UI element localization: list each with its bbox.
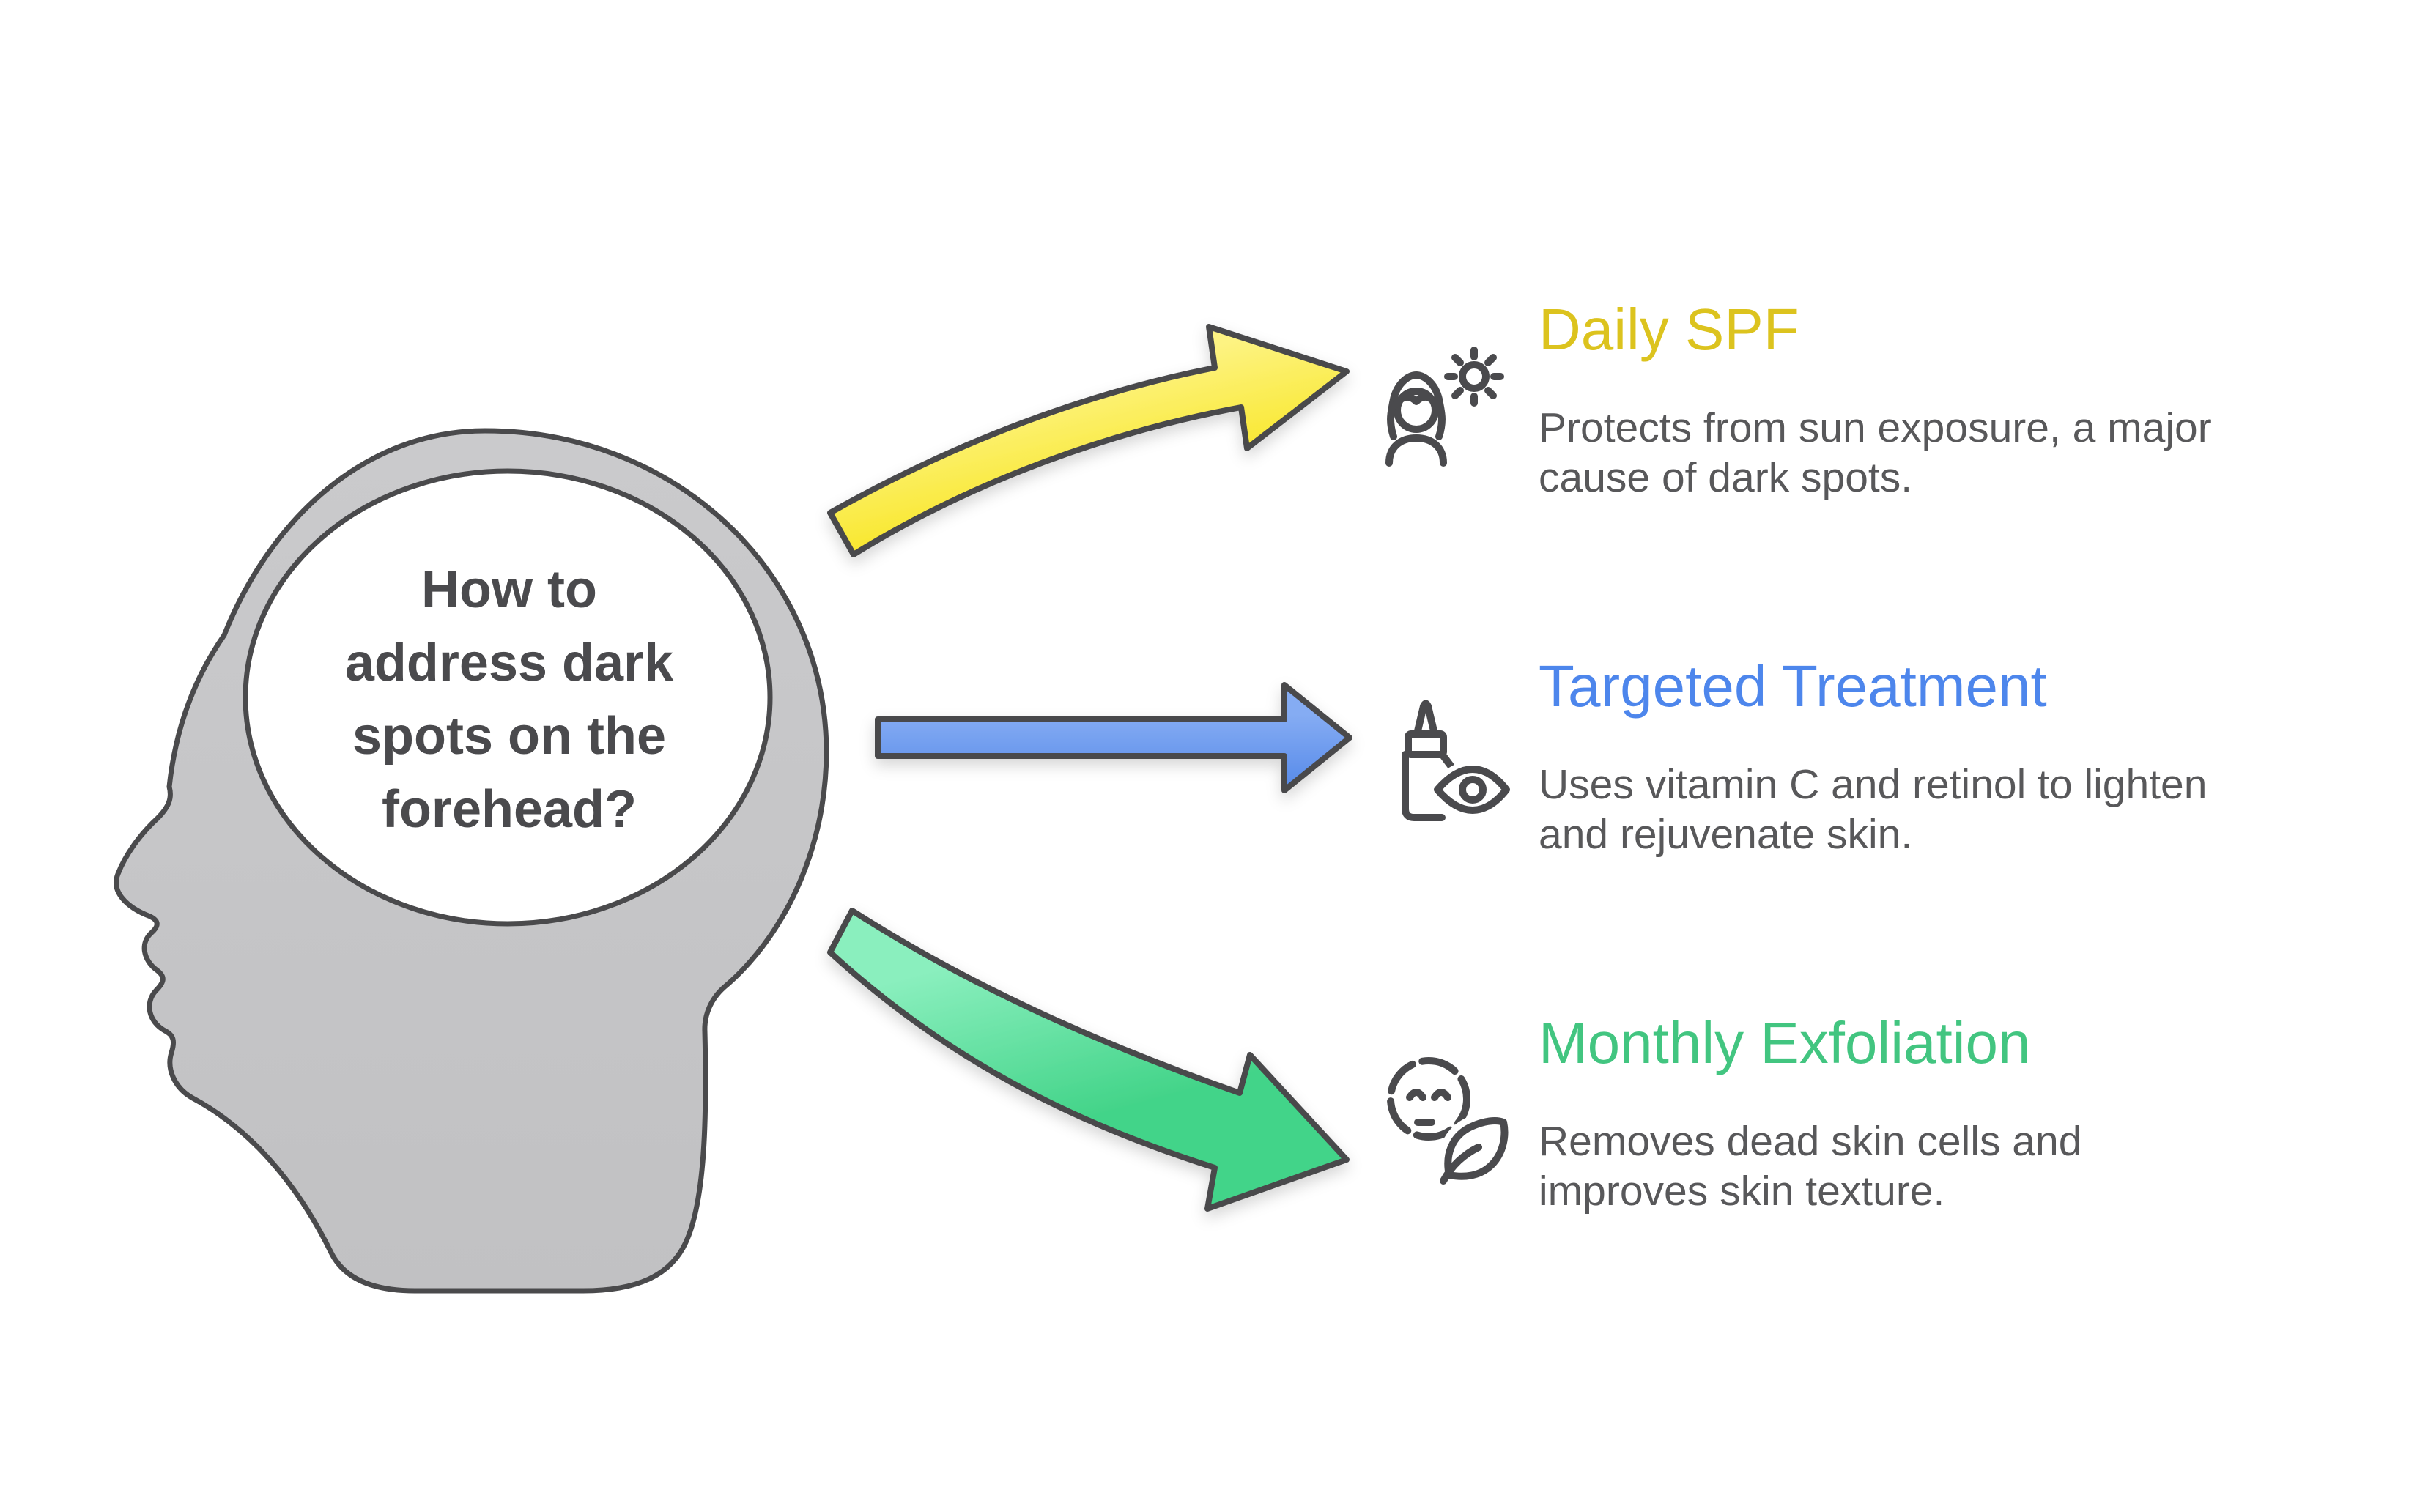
woman-with-sun-icon	[1383, 338, 1515, 470]
arrow-monthly-exfoliation	[827, 908, 1350, 1212]
face-leaf-exfoliation-icon	[1383, 1053, 1515, 1187]
closed-eye-left	[1406, 1089, 1426, 1101]
leaf	[1437, 1111, 1515, 1187]
arrow-targeted-treatment	[875, 682, 1352, 793]
sun-rays	[1444, 346, 1504, 407]
thought-bubble	[243, 468, 773, 927]
desc-line: Protects from sun exposure, a major	[1539, 404, 2212, 451]
closed-eye-right	[1431, 1089, 1451, 1101]
face-circle	[1387, 1057, 1470, 1141]
question-text: How to address dark spots on the forehea…	[256, 553, 762, 846]
desc-line: and rejuvenate skin.	[1539, 811, 1913, 858]
question-line: forehead?	[381, 780, 637, 839]
woman-fringe	[1392, 393, 1440, 408]
question-line: address dark	[344, 634, 674, 692]
desc-line: Uses vitamin C and retinol to lighten	[1539, 761, 2208, 808]
section-desc-monthly-exfoliation: Removes dead skin cells and improves ski…	[1539, 1116, 2081, 1216]
desc-line: improves skin texture.	[1539, 1168, 1945, 1215]
arrow-daily-spf	[827, 324, 1350, 557]
woman-shoulders	[1385, 434, 1447, 467]
question-line: How to	[421, 560, 597, 619]
woman-hair	[1387, 371, 1446, 440]
dropper-tip	[1413, 700, 1438, 738]
section-title-targeted-treatment: Targeted Treatment	[1539, 653, 2047, 719]
desc-line: cause of dark spots.	[1539, 454, 1913, 501]
bottle-body	[1402, 751, 1446, 821]
section-title-daily-spf: Daily SPF	[1539, 297, 1799, 362]
serum-dropper-eye-icon	[1383, 694, 1515, 826]
section-desc-targeted-treatment: Uses vitamin C and retinol to lighten an…	[1539, 760, 2207, 859]
dropper-cap	[1405, 730, 1447, 758]
section-desc-daily-spf: Protects from sun exposure, a major caus…	[1539, 403, 2212, 503]
woman-face	[1394, 388, 1439, 433]
section-title-monthly-exfoliation: Monthly Exfoliation	[1539, 1010, 2031, 1075]
desc-line: Removes dead skin cells and	[1539, 1118, 2082, 1165]
question-line: spots on the	[352, 707, 666, 766]
leaf-stem	[1440, 1144, 1482, 1185]
eye	[1429, 760, 1515, 819]
